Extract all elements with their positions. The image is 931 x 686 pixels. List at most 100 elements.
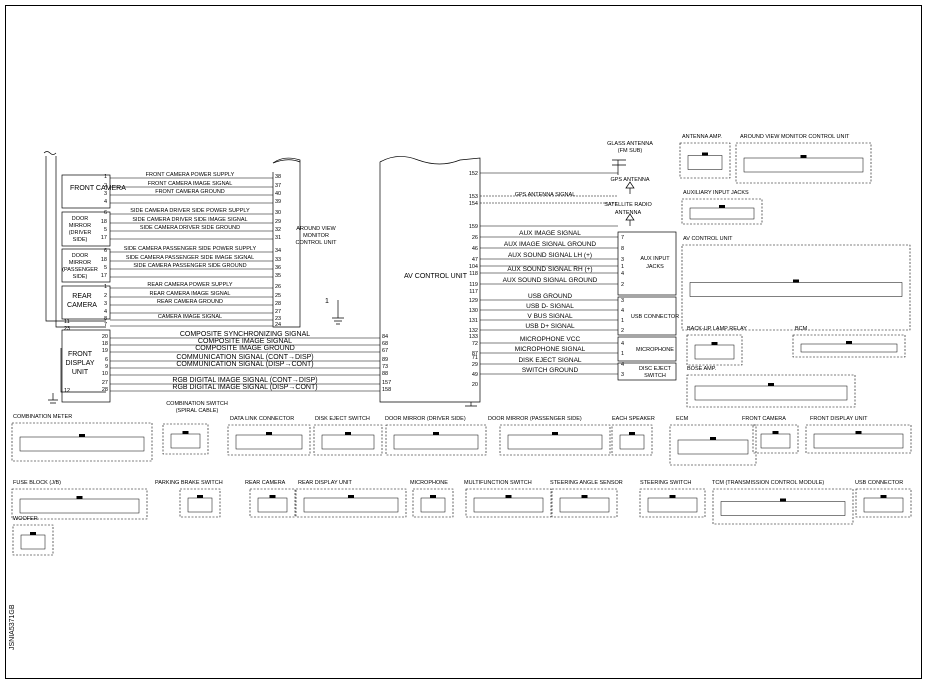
av-left-pin: 73 [382, 364, 388, 370]
connector-face-multifunction [473, 497, 544, 513]
microphone-box [617, 336, 677, 362]
left-pin: 1 [104, 284, 107, 290]
signal-label: SIDE CAMERA DRIVER SIDE IMAGE SIGNAL [132, 217, 247, 223]
right-pin: 26 [275, 284, 281, 290]
antenna-pin: 153 [469, 194, 478, 200]
right-signal-label: AUX IMAGE SIGNAL [519, 230, 581, 237]
connector-face-bose [694, 385, 848, 401]
av-right-pin: 46 [472, 246, 478, 252]
connector-label-rear_camera: REAR CAMERA [245, 480, 286, 486]
aux-box-label: JACKS [646, 264, 664, 270]
right-signal-label: AUX SOUND SIGNAL LH (+) [508, 252, 592, 259]
avm-lines-line: AROUND VIEW [296, 226, 336, 232]
connector-face-bcm [800, 343, 898, 353]
box-pin: 1 [621, 351, 624, 357]
connector-face-fdu [813, 433, 904, 449]
left-pin: 18 [101, 219, 107, 225]
right-pin: 38 [275, 174, 281, 180]
gps-antenna-icon [625, 181, 635, 194]
right-pin: 36 [275, 265, 281, 271]
right-pin: 29 [275, 219, 281, 225]
right-signal-label: USB GROUND [528, 293, 572, 300]
connector-latch-multifunction [505, 495, 512, 498]
connector-face-av_unit [689, 282, 903, 297]
connector-face-pbrake [187, 497, 213, 513]
left-pin: 2 [104, 293, 107, 299]
fdu-lines-line: UNIT [72, 369, 89, 376]
right-pin: 31 [275, 235, 281, 241]
connector-label-backup_relay: BACK-UP LAMP RELAY [687, 326, 747, 332]
mirror-pass-lines-line: MIRROR [69, 260, 91, 266]
connector-latch-fdu [855, 431, 862, 434]
connector-label-microphone: MICROPHONE [410, 480, 448, 486]
av-right-pin: 104 [469, 264, 478, 270]
connector-label-combo_meter: COMBINATION METER [13, 414, 72, 420]
left-pin: 7 [104, 322, 107, 328]
right-pin: 23 [275, 316, 281, 322]
connector-label-mirror_drv: DOOR MIRROR (DRIVER SIDE) [385, 416, 466, 422]
connector-label-avm_unit: AROUND VIEW MONITOR CONTROL UNIT [740, 134, 850, 140]
signal-label: FRONT CAMERA GROUND [155, 189, 225, 195]
av-right-pin: 132 [469, 328, 478, 334]
connector-face-aux_jacks [689, 207, 755, 220]
usb-box-label: USB CONNECTOR [631, 314, 679, 320]
front-camera-label: FRONT CAMERA [70, 185, 126, 192]
connector-latch-tcm [780, 498, 786, 502]
satellite-antenna-label: ANTENNA [615, 210, 642, 216]
right-signal-label: USB D- SIGNAL [526, 303, 574, 310]
fdu-right-pin: 10 [102, 371, 108, 377]
connector-latch-front_camera [772, 431, 779, 434]
connector-box-steer_angle [551, 488, 618, 518]
left-pin: 4 [104, 309, 107, 315]
connector-box-front_camera [752, 424, 799, 454]
connector-face-steer_angle [559, 497, 610, 513]
left-pin: 17 [101, 235, 107, 241]
signal-label: SIDE CAMERA PASSENGER SIDE IMAGE SIGNAL [126, 255, 254, 261]
fdu-pin: 23 [64, 326, 70, 332]
box-pin: 7 [621, 235, 624, 241]
connector-label-combo_switch: (SPIRAL CABLE) [176, 408, 219, 414]
connector-box-bose [686, 374, 856, 408]
box-pin: 2 [621, 328, 624, 334]
connector-box-rear_camera [249, 488, 296, 518]
connector-face-antenna_amp [687, 155, 723, 170]
connector-latch-speaker [629, 432, 635, 435]
right-signal-label: V BUS SIGNAL [527, 313, 573, 320]
connector-box-ecm [669, 424, 757, 466]
connector-label-usb: USB CONNECTOR [855, 480, 903, 486]
connector-box-dlc [227, 424, 311, 456]
connector-face-steer_switch [647, 497, 698, 513]
connector-box-rdu [295, 488, 407, 518]
display-signal-label: RGB DIGITAL IMAGE SIGNAL (CONT→DISP) [172, 377, 317, 384]
box-pin: 4 [621, 308, 624, 314]
fdu-right-pin: 9 [105, 364, 108, 370]
signal-label: REAR CAMERA POWER SUPPLY [147, 282, 232, 288]
connector-face-microphone [420, 497, 446, 513]
connector-face-avm_unit [743, 157, 864, 173]
connector-latch-woofer [30, 532, 36, 535]
av-left-pin: 88 [382, 371, 388, 377]
right-pin: 40 [275, 191, 281, 197]
av-right-pin: 118 [469, 271, 478, 277]
connector-face-front_camera [760, 433, 791, 449]
gps-antenna-label: GPS ANTENNA [610, 177, 649, 183]
connector-latch-antenna_amp [702, 152, 708, 156]
connector-face-combo_meter [19, 436, 145, 452]
signal-label: SIDE CAMERA PASSENGER SIDE GROUND [133, 263, 246, 269]
antenna-pin: 154 [469, 201, 478, 207]
av-right-pin: 87 [472, 351, 478, 357]
usb-connector-box [617, 296, 677, 336]
disc-box-label: SWITCH [644, 373, 666, 379]
connector-box-bcm [792, 334, 906, 358]
connector-face-mirror_pass [507, 434, 603, 450]
signal-label: REAR CAMERA GROUND [157, 299, 223, 305]
connector-label-fdu: FRONT DISPLAY UNIT [810, 416, 868, 422]
connector-box-disk_eject [313, 424, 383, 456]
